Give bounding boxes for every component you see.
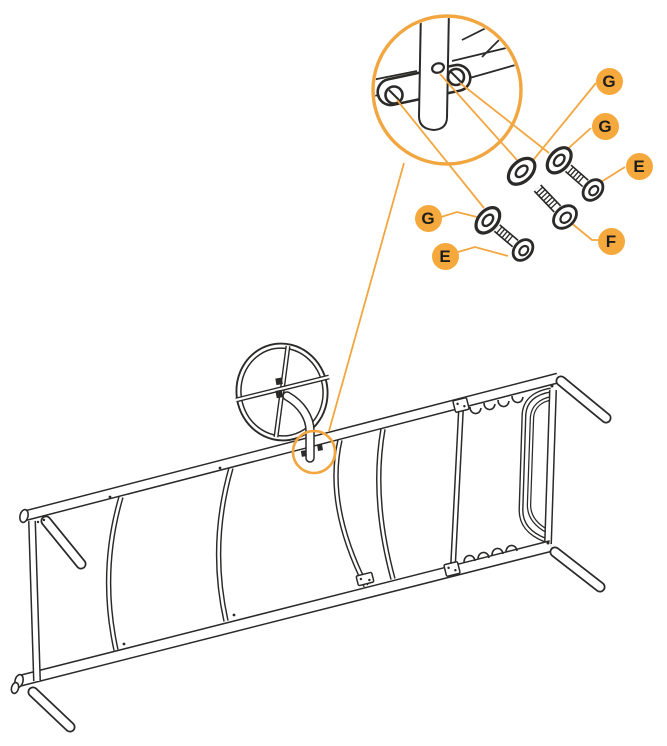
callout-label-screw-e-1: E [625, 152, 653, 180]
callout-leader-lines [396, 73, 626, 257]
callout-label-screw-e-2: E [431, 242, 459, 270]
callout-label-screw-f: F [597, 227, 625, 255]
bed-frame [10, 372, 612, 733]
callout-label-washer-g-2: G [591, 112, 619, 140]
hardware-short-screw-e-left-with-washer [474, 206, 535, 262]
brackets-and-screw-dots [36, 384, 554, 646]
hand-wheel [235, 342, 330, 442]
hardware-long-screw-f-with-washer [506, 156, 578, 230]
slat-hook-comb-top [469, 395, 524, 415]
frame-ribs [105, 428, 396, 651]
frame-legs [27, 375, 612, 733]
installed-screws [300, 444, 324, 457]
magnified-screw-hole [431, 62, 445, 74]
callout-label-washer-g-3: G [414, 204, 442, 232]
hardware-short-screw-e-right-with-washer [545, 146, 605, 202]
magnifier-detail [371, 14, 523, 166]
zoom-area-circle [291, 429, 337, 475]
backrest-loop-tubes [518, 387, 554, 543]
wheel-hub [275, 377, 284, 399]
slat-hook-comb-bottom [463, 544, 518, 563]
tube-end-caps [10, 508, 29, 695]
callout-label-washer-g-1: G [595, 67, 623, 95]
magnifier-leader-line [328, 162, 405, 432]
